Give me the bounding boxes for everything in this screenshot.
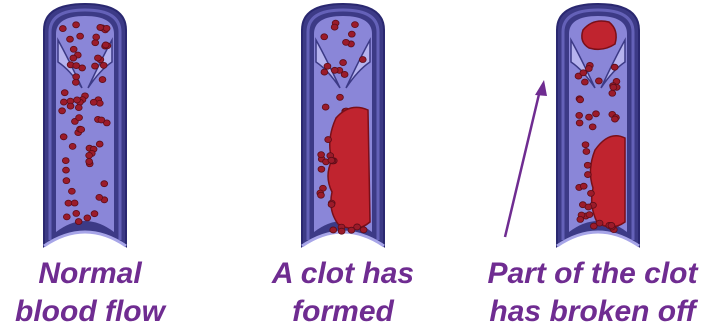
caption-line: blood flow — [0, 293, 180, 331]
caption-line: Part of the clot — [470, 255, 715, 293]
caption-line: Normal — [0, 255, 180, 293]
caption-clot-broken: Part of the clot has broken off — [470, 255, 715, 331]
caption-line: has broken off — [470, 293, 715, 331]
caption-clot-formed: A clot has formed — [248, 255, 438, 331]
caption-line: A clot has — [248, 255, 438, 293]
caption-normal-flow: Normal blood flow — [0, 255, 180, 331]
caption-line: formed — [248, 293, 438, 331]
